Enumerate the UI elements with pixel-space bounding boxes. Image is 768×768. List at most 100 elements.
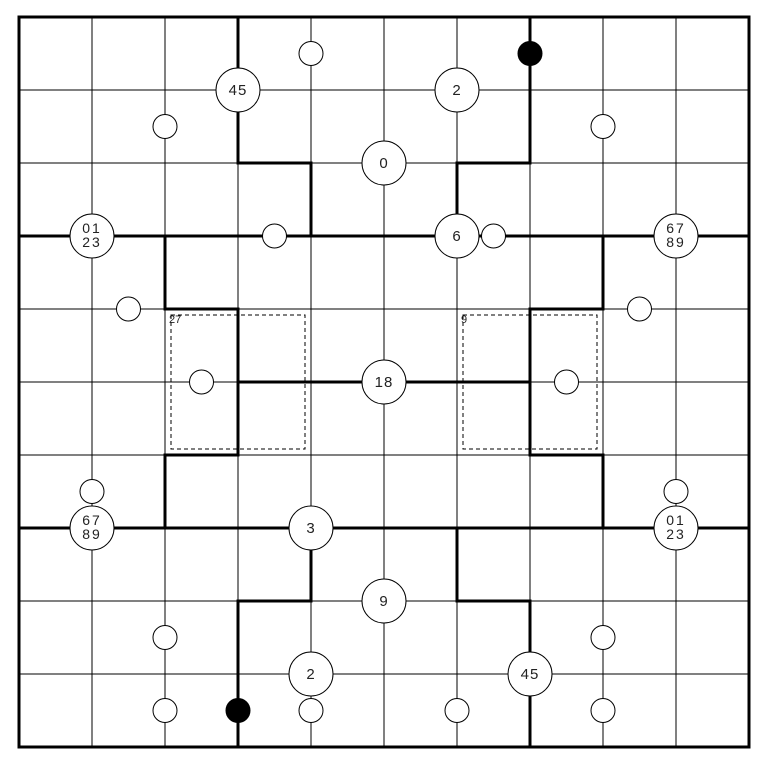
circle-clue-13: 45 [507, 651, 553, 697]
circle-clue-ring [288, 505, 334, 551]
circle-clue-text-line-2: 23 [82, 234, 102, 250]
white-dot-9 [554, 369, 579, 395]
circle-clue-text: 45 [229, 82, 248, 99]
grid-cell-r1c10[interactable] [676, 17, 749, 90]
circle-clue-text-line-1: 01 [82, 220, 102, 236]
grid-cell-r5c4[interactable] [238, 309, 311, 382]
white-dot-11 [663, 479, 689, 504]
grid-cell-r5c1[interactable] [19, 309, 92, 382]
grid-cell-r10c1[interactable] [19, 674, 92, 747]
grid-cell-r5c7[interactable] [457, 309, 530, 382]
circle-clue-2: 2 [434, 67, 480, 113]
grid-cell-r7c7[interactable] [457, 455, 530, 528]
grid-cell-r4c3[interactable] [165, 236, 238, 309]
grid-cell-r10c10[interactable] [676, 674, 749, 747]
killer-cage-sum-2: 9 [461, 314, 467, 326]
grid-cell-r9c1[interactable] [19, 601, 92, 674]
circle-clue-ring [434, 67, 480, 113]
circle-clue-ring [361, 578, 407, 624]
circle-clue-text-line-2: 89 [666, 234, 686, 250]
white-dot-16 [444, 698, 470, 723]
white-dot-15 [298, 698, 324, 723]
killer-cage-sum-1: 27 [169, 314, 181, 326]
white-dot-13 [590, 625, 616, 650]
white-dot-10 [79, 479, 105, 504]
circle-clue-ring [653, 213, 699, 259]
white-dot-17 [590, 698, 616, 723]
white-dot-2 [152, 114, 178, 139]
circle-clue-12: 2 [288, 651, 334, 697]
grid-cell-r8c8[interactable] [530, 528, 603, 601]
grid-cell-r4c8[interactable] [530, 236, 603, 309]
white-dot-6 [116, 296, 141, 322]
circle-clue-text: 2 [452, 82, 461, 99]
circle-clue-text: 9 [379, 593, 388, 610]
circle-clue-ring [69, 213, 115, 259]
grid-cell-r4c5[interactable] [311, 236, 384, 309]
grid-cell-r6c10[interactable] [676, 382, 749, 455]
white-dot-1 [298, 41, 324, 66]
circle-clue-text-line-2: 89 [82, 526, 102, 542]
grid-cell-r6c2[interactable] [92, 382, 165, 455]
circle-clue-5: 6 [434, 213, 480, 259]
grid-cell-r9c10[interactable] [676, 601, 749, 674]
grid-cell-r2c10[interactable] [676, 90, 749, 163]
circle-clue-text-line-1: 67 [82, 512, 102, 528]
grid-cell-r8c3[interactable] [165, 528, 238, 601]
grid-cell-r6c7[interactable] [457, 382, 530, 455]
circle-clue-ring [653, 505, 699, 551]
circle-clue-3: 0 [361, 140, 407, 186]
circle-clue-1: 45 [215, 67, 261, 113]
circle-clue-text: 3 [306, 520, 315, 537]
white-dot-8 [189, 369, 214, 395]
circle-clue-9: 3 [288, 505, 334, 551]
circle-clue-ring [288, 651, 334, 697]
grid-cell-r6c9[interactable] [603, 382, 676, 455]
grid-outer-border [17, 15, 751, 749]
grid-cell-r7c8[interactable] [530, 455, 603, 528]
grid-cell-r8c7[interactable] [457, 528, 530, 601]
circle-clue-ring [69, 505, 115, 551]
dot-clues [79, 41, 689, 723]
grid-cell-r5c10[interactable] [676, 309, 749, 382]
circle-clue-text: 0 [379, 155, 388, 172]
grid-cell-r6c1[interactable] [19, 382, 92, 455]
black-dot-1 [517, 41, 543, 66]
circle-clue-text-line-1: 67 [666, 220, 686, 236]
circle-clue-7: 18 [361, 359, 407, 405]
black-dot-2 [225, 698, 251, 723]
grid-cell-r2c1[interactable] [19, 90, 92, 163]
circle-clue-text: 6 [452, 228, 461, 245]
white-dot-4 [262, 223, 287, 249]
grid-cell-r3c8[interactable] [530, 163, 603, 236]
region-border-8 [236, 526, 313, 749]
circle-clue-text-line-2: 23 [666, 526, 686, 542]
grid-cell-r1c1[interactable] [19, 17, 92, 90]
grid-cell-r7c6[interactable] [384, 455, 457, 528]
grid-cell-r1c9[interactable] [603, 17, 676, 90]
white-dot-7 [627, 296, 652, 322]
white-dot-5 [481, 223, 506, 249]
circle-clue-text: 2 [306, 666, 315, 683]
grid-cell-r1c2[interactable] [92, 17, 165, 90]
circle-clue-ring [361, 359, 407, 405]
circle-clue-text: 45 [521, 666, 540, 683]
circle-clue-ring [215, 67, 261, 113]
grid-cell-r7c3[interactable] [165, 455, 238, 528]
grid-cell-r6c4[interactable] [238, 382, 311, 455]
white-dot-14 [152, 698, 178, 723]
circle-clue-text-line-1: 01 [666, 512, 686, 528]
region-borders [17, 15, 751, 749]
white-dot-3 [590, 114, 616, 139]
circle-clue-ring [361, 140, 407, 186]
circle-clue-text: 18 [375, 374, 394, 391]
region-border-2 [455, 15, 532, 238]
circle-clue-ring [507, 651, 553, 697]
grid-cell-r3c3[interactable] [165, 163, 238, 236]
